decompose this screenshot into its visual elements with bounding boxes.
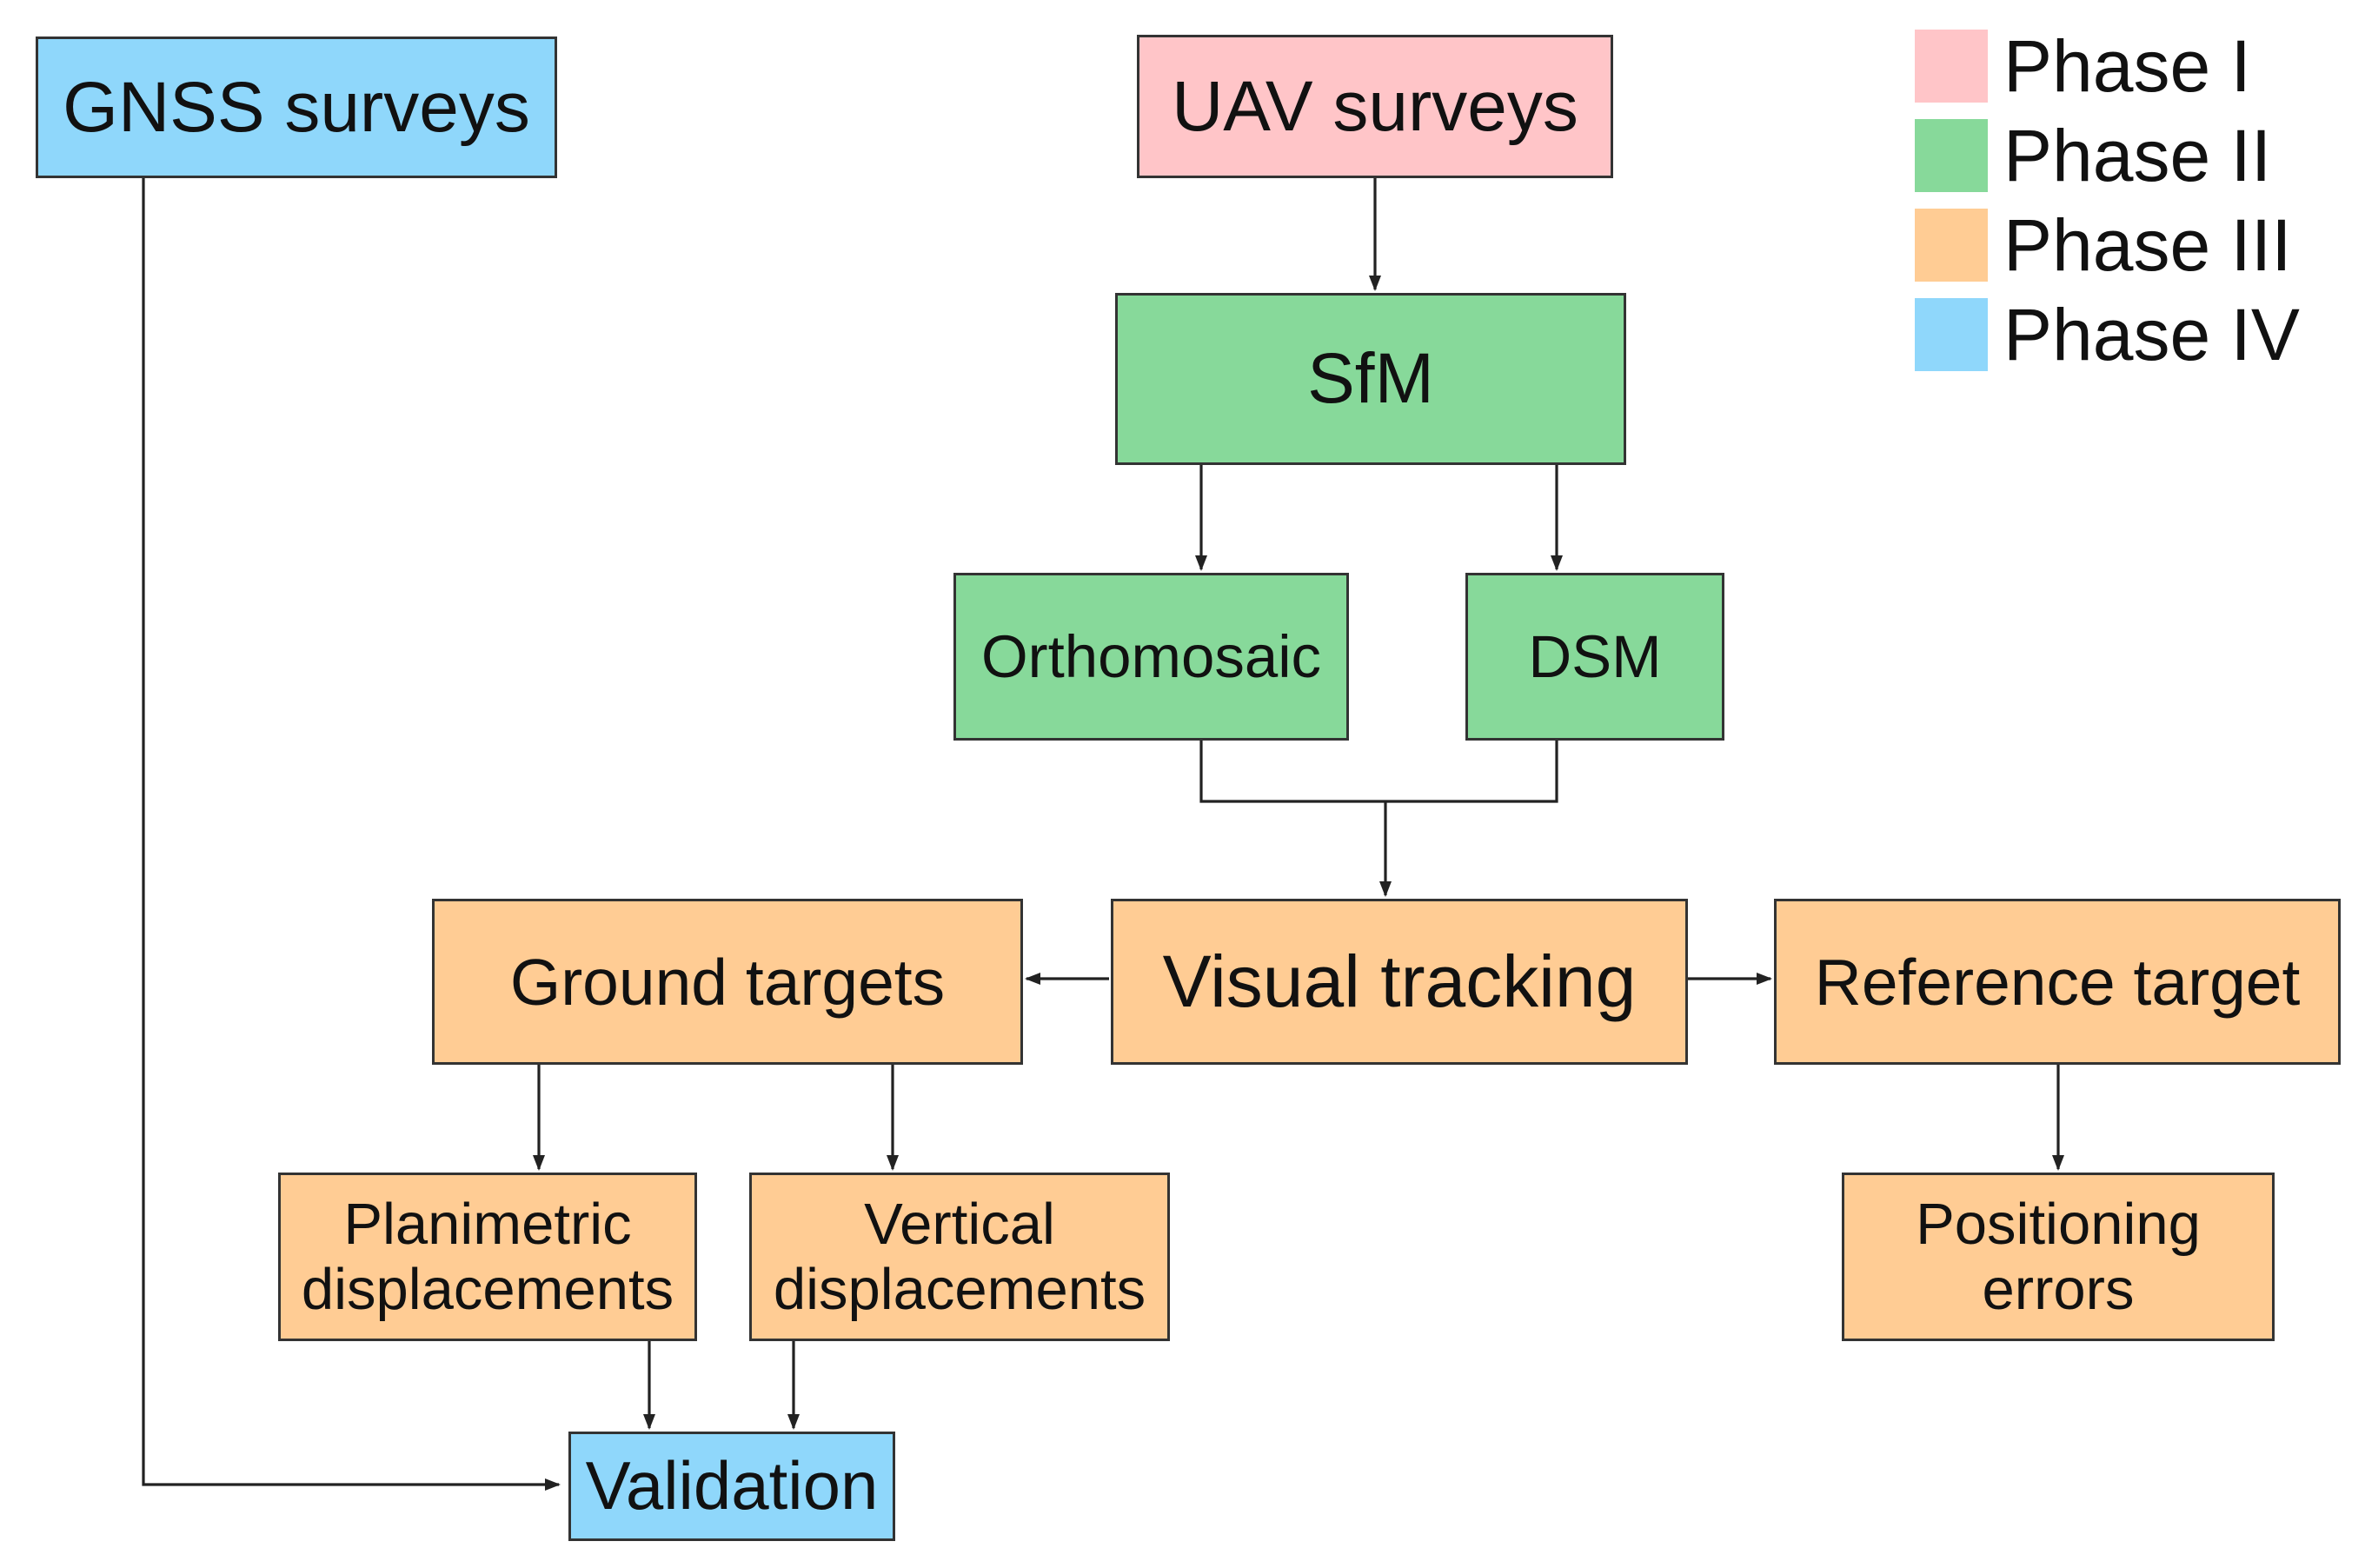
legend-label-phase-i: Phase I bbox=[2003, 25, 2251, 107]
node-validation: Validation bbox=[568, 1432, 895, 1541]
legend-label-phase-iii: Phase III bbox=[2003, 204, 2292, 286]
legend-swatch-phase-iv bbox=[1915, 298, 1988, 371]
legend-swatch-phase-ii bbox=[1915, 119, 1988, 192]
node-label: DSM bbox=[1528, 622, 1662, 690]
node-label: Validation bbox=[585, 1447, 879, 1525]
node-label: Reference target bbox=[1814, 945, 2301, 1019]
legend-swatch-phase-iii bbox=[1915, 209, 1988, 282]
node-label: UAV surveys bbox=[1172, 66, 1578, 146]
legend-item-phase-i: Phase I bbox=[1915, 27, 2251, 105]
node-ground-targets: Ground targets bbox=[432, 899, 1023, 1065]
node-reference-target: Reference target bbox=[1774, 899, 2341, 1065]
node-label-line-1: Planimetric bbox=[343, 1191, 632, 1257]
node-label: Ground targets bbox=[509, 945, 946, 1019]
node-gnss-surveys: GNSS surveys bbox=[36, 37, 557, 178]
node-label: Visual tracking bbox=[1162, 940, 1637, 1023]
node-label: Orthomosaic bbox=[980, 622, 1322, 690]
node-label-line-2: displacements bbox=[773, 1257, 1146, 1322]
node-orthomosaic: Orthomosaic bbox=[953, 573, 1349, 741]
node-planimetric-displacements: Planimetric displacements bbox=[278, 1173, 697, 1341]
legend-label-phase-iv: Phase IV bbox=[2003, 294, 2300, 375]
node-positioning-errors: Positioning errors bbox=[1842, 1173, 2275, 1341]
node-label: SfM bbox=[1307, 339, 1434, 419]
node-label-line-1: Vertical bbox=[864, 1191, 1055, 1257]
legend-item-phase-ii: Phase II bbox=[1915, 116, 2271, 195]
node-label-line-2: errors bbox=[1982, 1257, 2135, 1322]
connector-merge-to-visual-tracking bbox=[1199, 741, 1558, 895]
node-label-line-1: Positioning bbox=[1916, 1191, 2201, 1257]
node-sfm: SfM bbox=[1115, 293, 1626, 465]
node-visual-tracking: Visual tracking bbox=[1111, 899, 1688, 1065]
legend-item-phase-iii: Phase III bbox=[1915, 206, 2292, 284]
node-vertical-displacements: Vertical displacements bbox=[749, 1173, 1170, 1341]
node-uav-surveys: UAV surveys bbox=[1137, 35, 1613, 178]
legend-item-phase-iv: Phase IV bbox=[1915, 296, 2300, 374]
legend-swatch-phase-i bbox=[1915, 30, 1988, 103]
legend-label-phase-ii: Phase II bbox=[2003, 115, 2272, 196]
node-label: GNSS surveys bbox=[63, 67, 530, 147]
node-label-line-2: displacements bbox=[301, 1257, 674, 1322]
node-dsm: DSM bbox=[1465, 573, 1724, 741]
connector-gnss-to-validation bbox=[142, 178, 561, 1491]
